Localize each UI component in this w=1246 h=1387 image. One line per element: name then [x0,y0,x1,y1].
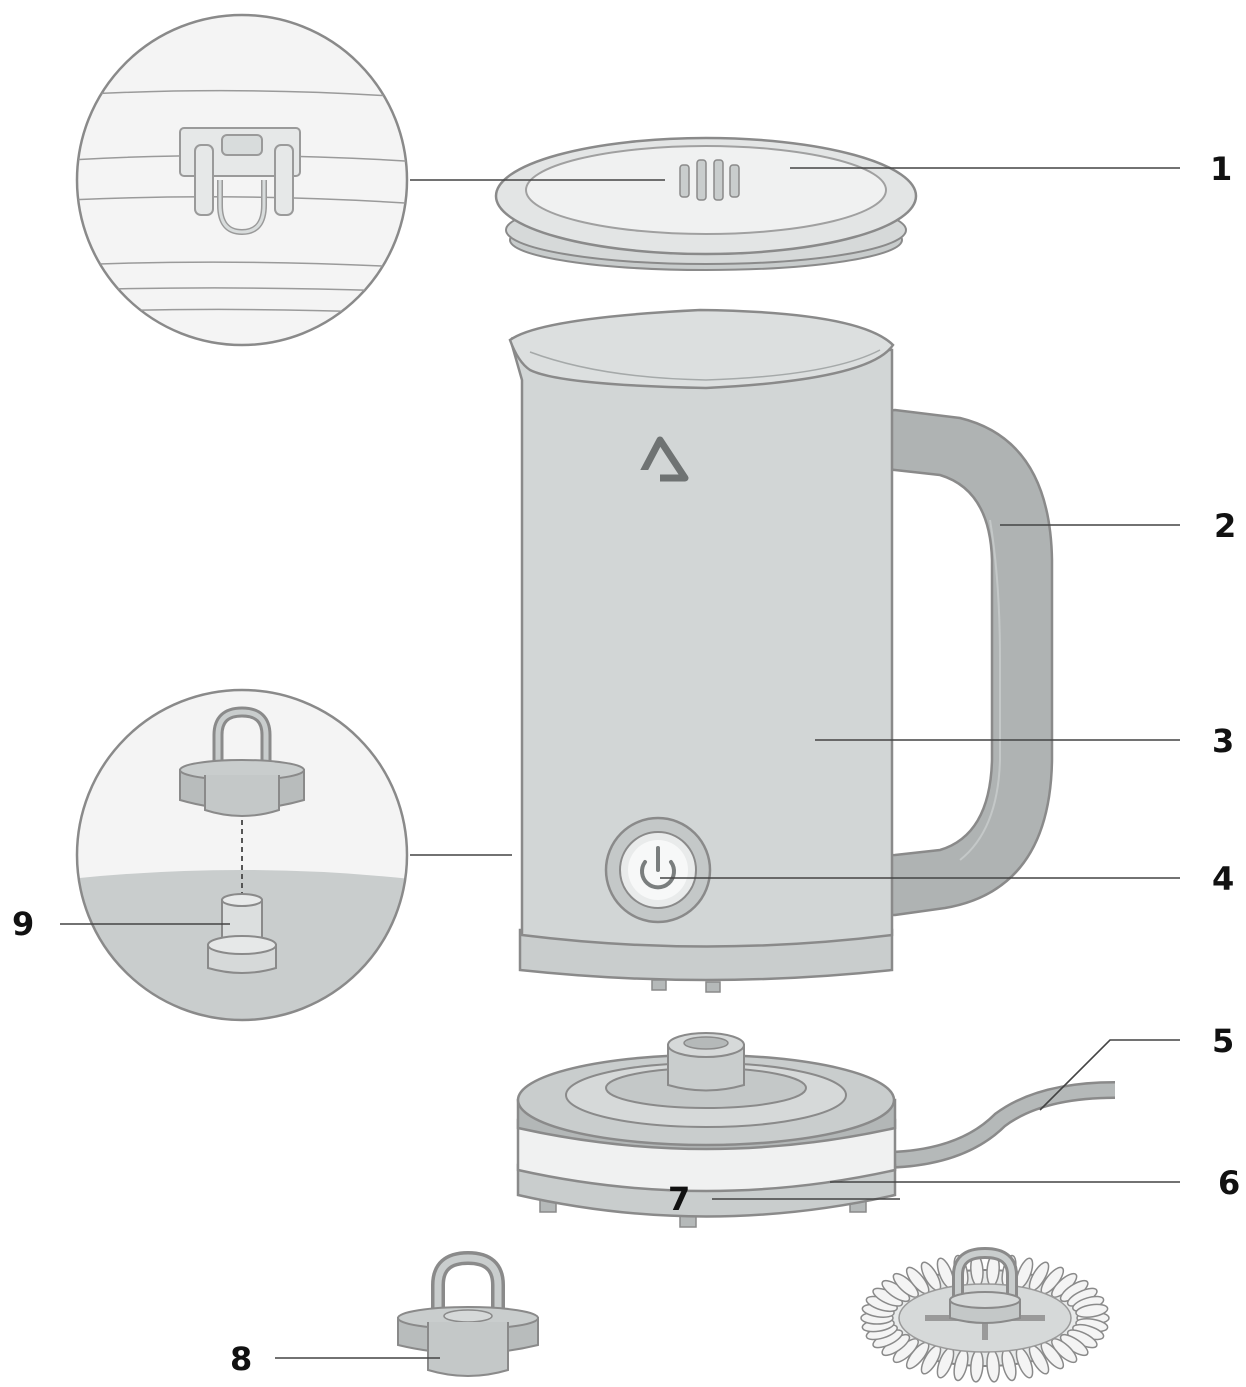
frothing-whisk-hub [949,1246,1021,1324]
callout-9: 9 [12,905,34,943]
jug [508,308,1054,993]
callout-1: 1 [1210,150,1232,188]
leader-lines [60,167,1180,1359]
callout-5: 5 [1212,1022,1234,1060]
handle [866,408,1054,917]
power-icon [640,846,676,890]
callout-labels: 1 2 3 4 5 6 7 8 9 [12,150,1240,1378]
lid-detail-zoom [75,13,409,347]
callout-2: 2 [1214,507,1236,545]
whisk-post-detail-zoom [75,688,409,1022]
lid [494,136,918,271]
callout-3: 3 [1212,722,1234,760]
base [516,1032,1116,1228]
callout-8: 8 [230,1340,252,1378]
triangle-logo-icon [636,436,689,482]
power-button [604,816,712,924]
callout-6: 6 [1218,1164,1240,1202]
callout-4: 4 [1212,860,1234,898]
lid-clip-icon [179,127,301,236]
callout-7: 7 [668,1180,690,1218]
heating-whisk [397,1250,539,1377]
coil-loop [1075,1303,1109,1318]
